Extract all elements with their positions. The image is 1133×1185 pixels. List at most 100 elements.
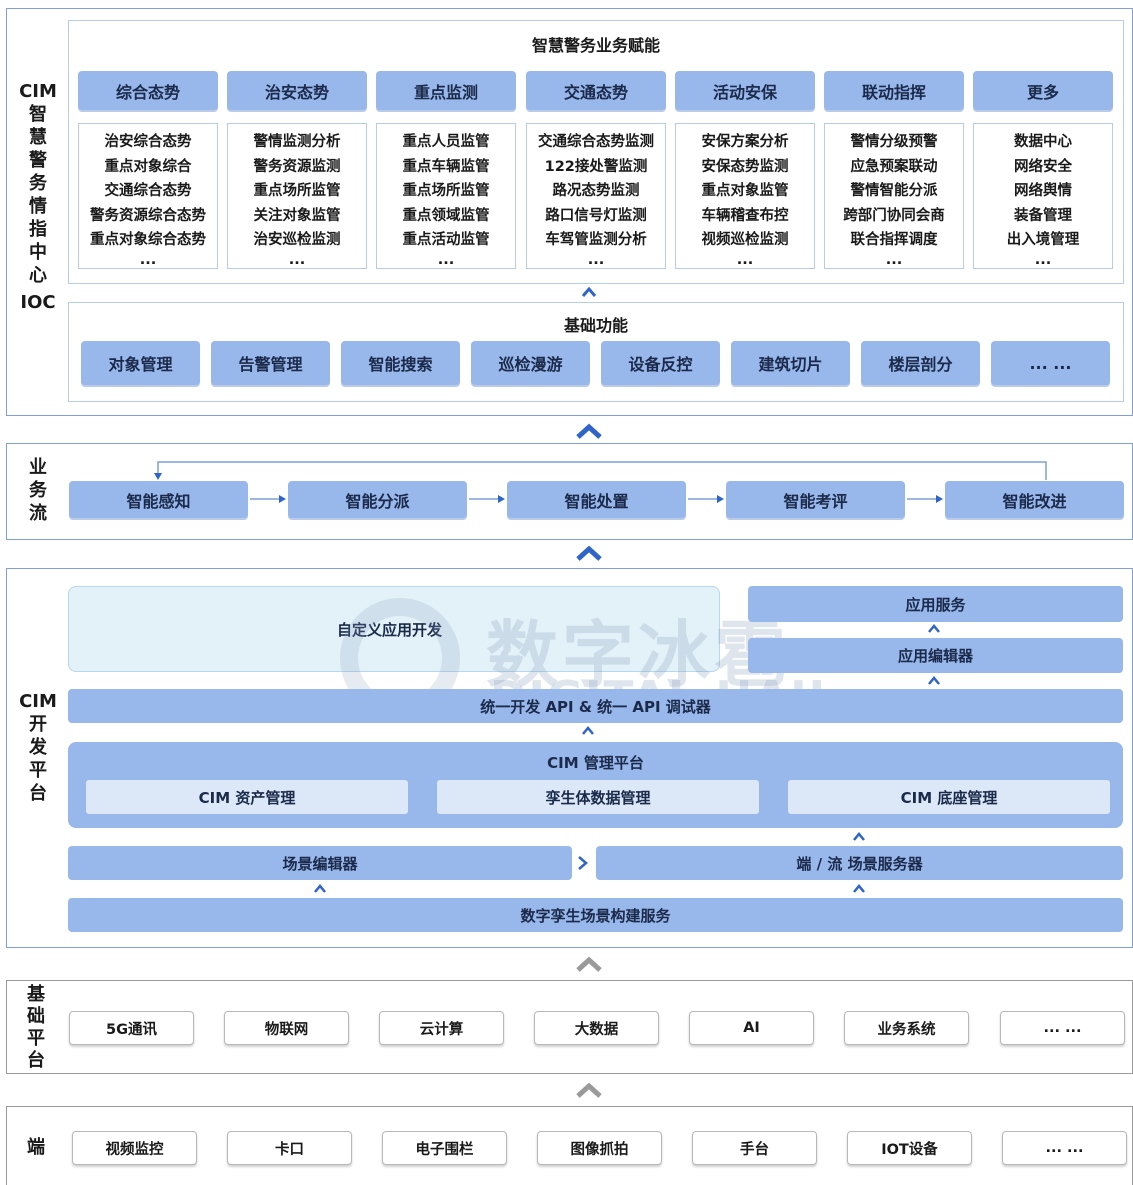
- column-item: 重点场所监管: [253, 183, 341, 199]
- side-label-char: 心: [29, 265, 47, 286]
- base-side-label: 基 础 平 台: [12, 984, 60, 1072]
- edge-item: 电子围栏: [382, 1131, 507, 1165]
- section-up-arrow-icon: [576, 1082, 602, 1098]
- side-label-char: 情: [29, 196, 47, 217]
- base-function-item: 告警管理: [211, 341, 330, 385]
- column-item: 治安综合态势: [104, 134, 192, 150]
- side-label-char: IOC: [20, 292, 56, 313]
- column-item: 网络舆情: [1014, 183, 1072, 199]
- column-item: 出入境管理: [1006, 232, 1080, 248]
- base-platform-item: 业务系统: [844, 1011, 969, 1045]
- edge-item: 图像抓拍: [537, 1131, 662, 1165]
- column-item: 应急预案联动: [850, 158, 938, 175]
- column-item: ...: [587, 251, 605, 268]
- business-enablement-panel: [68, 20, 1124, 284]
- scene-server-box: 端 / 流 场景服务器: [596, 846, 1123, 880]
- column-item: 路况态势监测: [552, 183, 640, 199]
- column-item: ...: [1034, 251, 1052, 268]
- up-arrow-icon: [582, 726, 594, 735]
- business-enablement-title: 智慧警务业务赋能: [531, 36, 660, 55]
- up-arrow-icon: [853, 884, 865, 893]
- flow-step: 智能改进: [945, 481, 1124, 518]
- column-item-list: 重点人员监管重点车辆监管重点场所监管重点领域监管重点活动监管...: [376, 123, 516, 269]
- column-item: 装备管理: [1014, 207, 1072, 224]
- dev-side-label: CIM 开 发 平 台: [14, 690, 62, 805]
- column-item: 治安巡检监测: [253, 232, 341, 248]
- up-arrow-icon: [928, 676, 940, 685]
- twin-scene-build-box: 数字孪生场景构建服务: [68, 898, 1123, 932]
- edge-item: ... ...: [1002, 1131, 1127, 1165]
- column-item: 警情分级预警: [850, 134, 938, 150]
- side-label-char: 流: [29, 503, 47, 524]
- column-item: 重点对象综合态势: [90, 232, 206, 248]
- side-label-char: 平: [29, 760, 47, 781]
- side-label-char: 务: [29, 480, 47, 501]
- side-label-char: 台: [27, 1050, 45, 1071]
- side-label-char: 业: [29, 457, 47, 478]
- column-item: 交通综合态势: [104, 183, 192, 199]
- column-item: 视频巡检监测: [701, 232, 789, 248]
- column-item: 警情监测分析: [253, 134, 341, 150]
- column-header-3: 重点监测: [376, 71, 516, 110]
- edge-item: IOT设备: [847, 1131, 972, 1165]
- side-label-char: 开: [29, 714, 47, 735]
- base-platform-item: 云计算: [379, 1011, 504, 1045]
- watermark-cn: 数字冰雹: [486, 613, 791, 697]
- column-item: 网络安全: [1014, 158, 1072, 175]
- flow-step: 智能感知: [69, 481, 248, 518]
- edge-item: 卡口: [227, 1131, 352, 1165]
- base-platform-item: 大数据: [534, 1011, 659, 1045]
- flow-side-label: 业 务 流: [14, 456, 62, 525]
- side-label-char: CIM: [19, 81, 57, 102]
- side-label-char: 发: [29, 737, 47, 758]
- cim-base-mgmt: CIM 底座管理: [788, 780, 1110, 814]
- column-item: 重点对象综合: [104, 158, 192, 175]
- base-function-item: 对象管理: [81, 341, 200, 385]
- base-function-panel: [68, 302, 1124, 402]
- side-label-char: 基: [27, 984, 45, 1005]
- column-item: ...: [288, 251, 306, 268]
- base-function-item: 建筑切片: [731, 341, 850, 385]
- column-item: 跨部门协同会商: [843, 207, 945, 224]
- base-function-item: 楼层剖分: [861, 341, 980, 385]
- column-item: ...: [437, 251, 455, 268]
- section-up-arrow-icon: [576, 956, 602, 972]
- flow-step: 智能分派: [288, 481, 467, 518]
- ioc-side-label: CIM 智 慧 警 务 情 指 中 心 IOC: [14, 80, 62, 314]
- right-arrow-icon: [578, 856, 588, 870]
- column-item-list: 警情监测分析警务资源监测重点场所监管关注对象监管治安巡检监测...: [227, 123, 367, 269]
- side-label-char: 慧: [29, 127, 47, 148]
- column-item: 重点对象监管: [701, 183, 789, 199]
- column-item: 警务资源综合态势: [90, 207, 206, 224]
- column-item: 关注对象监管: [253, 207, 341, 224]
- column-item-list: 警情分级预警应急预案联动警情智能分派跨部门协同会商联合指挥调度...: [824, 123, 964, 269]
- side-label-char: 指: [29, 219, 47, 240]
- base-platform-item: 物联网: [224, 1011, 349, 1045]
- column-item-list: 安保方案分析安保态势监测重点对象监管车辆稽查布控视频巡检监测...: [675, 123, 815, 269]
- base-function-item: 设备反控: [601, 341, 720, 385]
- edge-item: 手台: [692, 1131, 817, 1165]
- column-item: 重点车辆监管: [402, 158, 490, 175]
- up-arrow-icon: [581, 286, 597, 297]
- cim-mgmt-title: CIM 管理平台: [547, 754, 644, 772]
- column-item: 重点人员监管: [402, 134, 490, 150]
- up-arrow-icon: [928, 624, 940, 633]
- flow-step: 智能处置: [507, 481, 686, 518]
- column-item: 重点领域监管: [402, 207, 490, 224]
- column-item-list: 数据中心网络安全网络舆情装备管理出入境管理...: [973, 123, 1113, 269]
- column-item: 警务资源监测: [253, 158, 341, 175]
- column-item: 路口信号灯监测: [545, 207, 647, 224]
- base-platform-item: AI: [689, 1011, 814, 1045]
- column-item: 安保方案分析: [701, 134, 789, 150]
- column-header-5: 活动安保: [675, 71, 815, 110]
- app-service-box: 应用服务: [748, 586, 1123, 622]
- column-item: 重点活动监管: [402, 232, 490, 248]
- column-item: 122接处警监测: [544, 158, 648, 175]
- column-item: 安保态势监测: [701, 158, 789, 175]
- column-item-list: 治安综合态势重点对象综合交通综合态势警务资源综合态势重点对象综合态势...: [78, 123, 218, 269]
- base-function-item: 智能搜索: [341, 341, 460, 385]
- column-item: ...: [885, 251, 903, 268]
- column-header-4: 交通态势: [526, 71, 666, 110]
- side-label-char: 平: [27, 1028, 45, 1049]
